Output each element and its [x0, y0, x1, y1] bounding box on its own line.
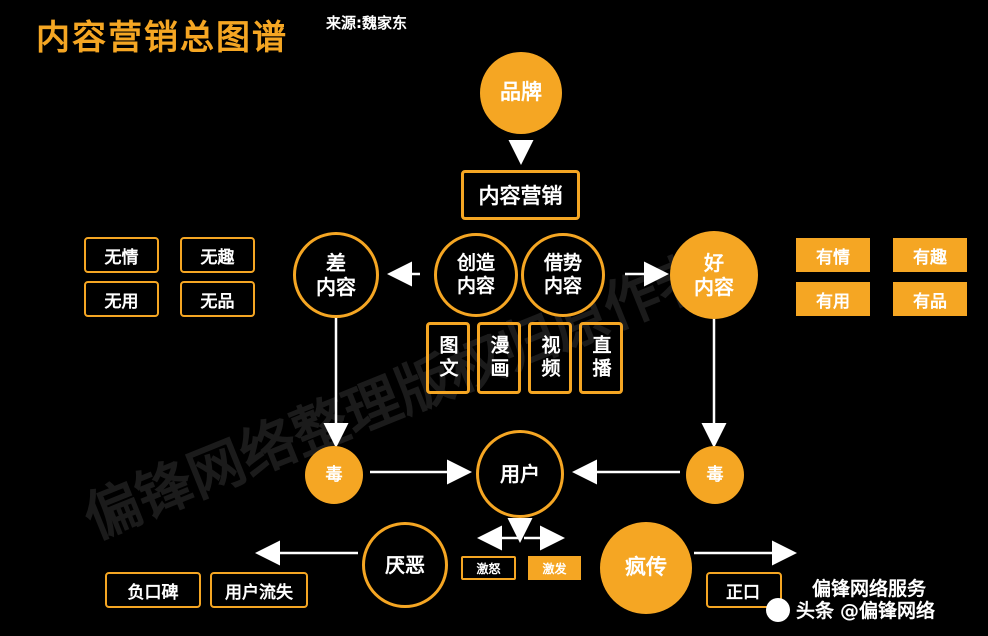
stimulate-left-label: 激怒: [476, 561, 501, 576]
good-trait-label: 有用: [816, 291, 850, 312]
dislike-label: 厌恶: [385, 553, 425, 577]
bad-trait-box: 无用: [84, 281, 159, 317]
format-box: 视频: [528, 322, 572, 394]
good-content-node: 好 内容: [670, 231, 758, 319]
create-content-label: 创造 内容: [456, 252, 495, 297]
poison-right-node: 毒: [686, 446, 744, 504]
good-result-box: 正口: [706, 572, 782, 608]
poison-left-node: 毒: [305, 446, 363, 504]
content-marketing-node: 内容营销: [461, 170, 580, 220]
bad-trait-label: 无趣: [200, 247, 235, 268]
bad-content-node: 差 内容: [293, 232, 379, 318]
page-title: 内容营销总图谱: [36, 18, 288, 58]
good-trait-label: 有趣: [913, 247, 947, 268]
create-content-node: 创造 内容: [434, 233, 518, 317]
poison-left-label: 毒: [325, 464, 343, 485]
good-trait-label: 有情: [816, 247, 850, 268]
bad-trait-label: 无用: [104, 291, 139, 312]
bad-trait-label: 无品: [200, 291, 235, 312]
bad-trait-box: 无情: [84, 237, 159, 273]
format-box: 直播: [579, 322, 623, 394]
poison-right-label: 毒: [706, 464, 724, 485]
bad-result-label: 负口碑: [127, 582, 179, 603]
bad-result-label: 用户流失: [225, 582, 293, 603]
bad-trait-label: 无情: [104, 247, 139, 268]
stimulate-right-box: 激发: [528, 556, 581, 580]
stimulate-right-label: 激发: [542, 561, 567, 576]
good-trait-label: 有品: [913, 291, 947, 312]
good-result-label: 正口: [726, 582, 760, 603]
footer-platform: 头条: [796, 600, 835, 622]
viral-node: 疯传: [600, 522, 692, 614]
bad-trait-box: 无品: [180, 281, 255, 317]
good-content-label: 好 内容: [694, 251, 734, 299]
dislike-node: 厌恶: [362, 522, 448, 608]
footer-watermark: 头条 @偏锋网络: [766, 596, 935, 623]
good-trait-box: 有品: [893, 282, 967, 316]
bad-result-box: 负口碑: [105, 572, 201, 608]
wechat-icon: [766, 597, 790, 622]
source-label: 来源:魏家东: [326, 14, 407, 32]
borrow-content-node: 借势 内容: [521, 233, 605, 317]
format-label: 图文: [436, 335, 459, 381]
good-trait-box: 有趣: [893, 238, 967, 272]
footer-overlay-text: 偏锋网络服务: [812, 578, 927, 600]
format-label: 直播: [589, 335, 612, 381]
format-box: 图文: [426, 322, 470, 394]
footer-handle: @偏锋网络: [840, 600, 936, 622]
bad-trait-box: 无趣: [180, 237, 255, 273]
format-label: 漫画: [487, 335, 510, 381]
bad-result-box: 用户流失: [210, 572, 308, 608]
borrow-content-label: 借势 内容: [543, 252, 582, 297]
content-marketing-label: 内容营销: [478, 184, 563, 208]
bad-content-label: 差 内容: [316, 251, 356, 299]
user-node: 用户: [476, 430, 564, 518]
format-box: 漫画: [477, 322, 521, 394]
good-trait-box: 有情: [796, 238, 870, 272]
brand-label: 品牌: [500, 80, 542, 105]
brand-node: 品牌: [480, 52, 562, 134]
user-label: 用户: [500, 462, 540, 486]
viral-label: 疯传: [625, 555, 667, 580]
good-trait-box: 有用: [796, 282, 870, 316]
format-label: 视频: [538, 335, 561, 381]
stimulate-left-box: 激怒: [461, 556, 516, 580]
